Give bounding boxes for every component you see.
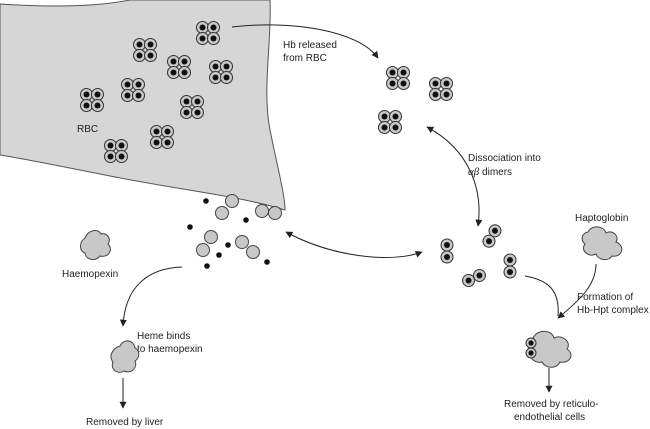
haptoglobin-protein — [581, 226, 623, 261]
haemopexin-label: Haemopexin — [62, 269, 118, 280]
formation-label-line1: Formation of — [577, 292, 633, 303]
heme-haemopexin-complex — [110, 340, 140, 373]
hb-released-label-line1: Hb released — [283, 40, 337, 51]
hb-release-arrow — [231, 24, 379, 59]
ab-dimer — [460, 266, 488, 290]
free-globin-and-heme — [187, 194, 282, 269]
heme-binds-label-line1: Heme binds — [137, 331, 190, 342]
free-hb-tetramer — [429, 77, 453, 101]
free-hb-tetramer — [378, 110, 402, 134]
haptoglobin-binding-arrow — [557, 263, 597, 319]
haptoglobin-label: Haptoglobin — [575, 213, 628, 224]
dissociation-label-line1: Dissociation into — [468, 153, 541, 164]
free-hb-tetramer — [386, 66, 410, 90]
ab-dimer — [440, 238, 454, 264]
complex-formation-arrow — [524, 275, 559, 317]
dissociation-arrow — [426, 126, 483, 227]
rbc-label: RBC — [77, 124, 98, 135]
dimers-text: dimers — [479, 167, 512, 178]
hb-released-label-line2: from RBC — [283, 53, 327, 64]
hb-hpt-complex — [528, 330, 572, 368]
dissociation-label-line2: αβ dimers — [468, 166, 512, 178]
alpha-beta-symbol: αβ — [468, 166, 480, 178]
removed-re-label-line1: Removed by reticulo- — [504, 399, 598, 410]
bound-dimer — [525, 337, 537, 359]
removed-by-liver-label: Removed by liver — [86, 417, 164, 428]
ab-dimer — [480, 222, 504, 250]
haemopexin-protein — [80, 230, 111, 261]
formation-label-line2: Hb-Hpt complex — [577, 305, 649, 316]
heme-binds-label-line2: to haemopexin — [137, 344, 203, 355]
ab-dimer — [503, 253, 517, 279]
dimer-heme-exchange-arrow — [285, 231, 423, 259]
removed-re-label-line2: endothelial cells — [514, 412, 585, 423]
heme-binding-arrow — [119, 266, 183, 327]
rbc-cell — [0, 0, 286, 211]
